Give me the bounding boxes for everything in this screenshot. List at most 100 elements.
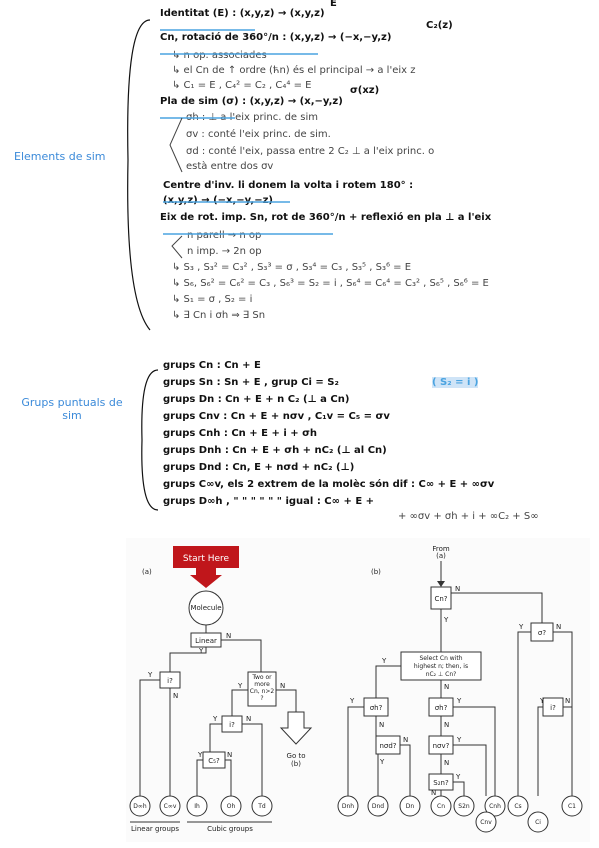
leaf-ci [527,811,549,833]
goto-arrow [279,711,313,745]
panel-a-label: (a) [142,568,152,576]
goto-l1: Go to [287,752,306,760]
note-line: Pla de sim (σ) : (x,y,z) → (x,−y,z) [160,96,343,107]
i-label-a2: i? [229,721,235,729]
nsd-label: nσd? [379,742,396,750]
leaf-cn [430,795,452,817]
note-line: ↳ n op. associades [172,50,267,61]
n-label-b3: N [556,623,561,631]
leaf-cnv-label: Cnv [480,819,492,826]
leaf-oh [220,795,242,817]
linear-groups-label: Linear groups [131,825,179,833]
n-label-b5: N [379,721,384,729]
label-grups-puntuals-text: Grups puntuals de sim [21,396,123,422]
sigma-label: σ? [538,629,546,637]
n-label-a3: N [280,682,285,690]
n-label-a1: N [226,632,231,640]
y-label-b3: Y [518,623,524,631]
leaf-cnh-label: Cnh [489,803,501,810]
n-label-a4: N [246,715,251,723]
note-line: està entre dos σv [186,161,274,172]
note-line: grups Sn : Sn + E , grup Ci = S₂ [163,377,339,388]
note-line: grups Dnh : Cn + E + σh + nC₂ (⊥ al Cn) [163,445,387,456]
leaf-cs [507,795,529,817]
note-line: Identitat (E) : (x,y,z) → (x,y,z) [160,8,325,19]
note-line: ↳ S₆, S₆² = C₆² = C₃ , S₆³ = S₂ = i , S₆… [172,278,489,289]
y-label-a1: Y [198,647,204,655]
n-label-a5: N [227,751,232,759]
molecule-label: Molecule [190,604,221,612]
two-or-more-l3: Cn, n>2 [250,688,275,695]
y-label-a5: Y [197,751,203,759]
start-box [173,546,239,568]
s2n-label: S₂n? [433,779,449,787]
leaf-cn-label: Cn [437,803,445,810]
y-label-b7: Y [456,697,462,705]
note-line: σd : conté l'eix, passa entre 2 C₂ ⊥ a l… [186,146,435,157]
note-line: C₂(z) [426,20,453,31]
note-line: n parell → n op [187,230,262,241]
leaf-td [251,795,273,817]
note-line: E [330,0,337,9]
y-label-b2: Y [381,657,387,665]
note-line: σh : ⊥ a l'eix princ. de sim [186,112,318,123]
y-label-a2: Y [147,671,153,679]
leaf-cinfv-label: C∞v [164,803,177,810]
leaf-dnd-label: Dnd [372,803,384,810]
note-line: Eix de rot. imp. Sn, rot de 360°/n + ref… [160,212,492,223]
leaf-dnh-label: Dnh [342,803,354,810]
select-l1: Select Cn with [419,655,462,662]
start-label: Start Here [183,554,230,564]
two-or-more-l2: more [254,681,270,688]
note-line: Cn, rotació de 360°/n : (x,y,z) → (−x,−y… [160,32,392,43]
n-label-b6: N [403,736,408,744]
note-line: grups Dn : Cn + E + n C₂ (⊥ a Cn) [163,394,350,405]
note-line: ↳ ∃ Cn i σh ⇒ ∃ Sn [172,310,266,321]
leaf-cnv [475,811,497,833]
label-elements-de-sim: Elements de sim [14,150,106,163]
note-line: Centre d'inv. li donem la volta i rotem … [163,180,414,191]
cn-label: Cn? [434,595,447,603]
leaf-dnh [337,795,359,817]
y-label-b8: Y [456,736,462,744]
c5-label: C₅? [208,757,220,765]
from-l2: (a) [436,552,446,560]
leaf-s2n [453,795,475,817]
select-l2: highest n; then, is [414,663,468,670]
leaf-cnh [484,795,506,817]
y-label-b9: Y [455,773,461,781]
leaf-ih-label: Ih [194,803,200,810]
start-arrow [190,568,222,588]
note-line: grups D∞h , " " " " " " igual : C∞ + E + [163,496,375,507]
n-label-a2: N [173,692,178,700]
leaf-dinfh-label: D∞h [133,803,147,810]
i-label-a1: i? [167,677,173,685]
label-grups-puntuals: Grups puntuals de sim [12,396,132,422]
two-or-more-l1: Two or [251,674,272,681]
note-line: grups C∞v, els 2 extrem de la molèc són … [163,479,495,490]
n-label-b1: N [455,585,460,593]
leaf-dinfh [129,795,151,817]
note-line: ↳ C₁ = E , C₄² = C₂ , C₄⁴ = E [172,80,312,91]
y-label-b1: Y [443,616,449,624]
note-line: ( S₂ = i ) [432,377,479,388]
note-line: grups Cnv : Cn + E + nσv , C₁v = C₅ = σv [163,411,390,422]
note-line: ↳ S₃ , S₃² = C₃² , S₃³ = σ , S₃⁴ = C₃ , … [172,262,412,273]
goto-l2: (b) [291,760,301,768]
n-label-b8: N [444,759,449,767]
select-box [400,651,482,681]
leaf-ih [186,795,208,817]
linear-label: Linear [195,637,217,645]
leaf-dnd [367,795,389,817]
note-line: (x,y,z) → (−x,−y,−z) [163,195,273,206]
panel-b-label: (b) [371,568,381,576]
n-label-b4: N [565,697,570,705]
n-label-b7: N [444,721,449,729]
from-l1: From [432,545,450,553]
leaf-td-label: Td [257,803,266,810]
nsv-label: nσv? [433,742,450,750]
leaf-oh-label: Oh [227,803,236,810]
leaf-ci-label: Ci [535,819,541,826]
notes-decorations [127,19,333,511]
